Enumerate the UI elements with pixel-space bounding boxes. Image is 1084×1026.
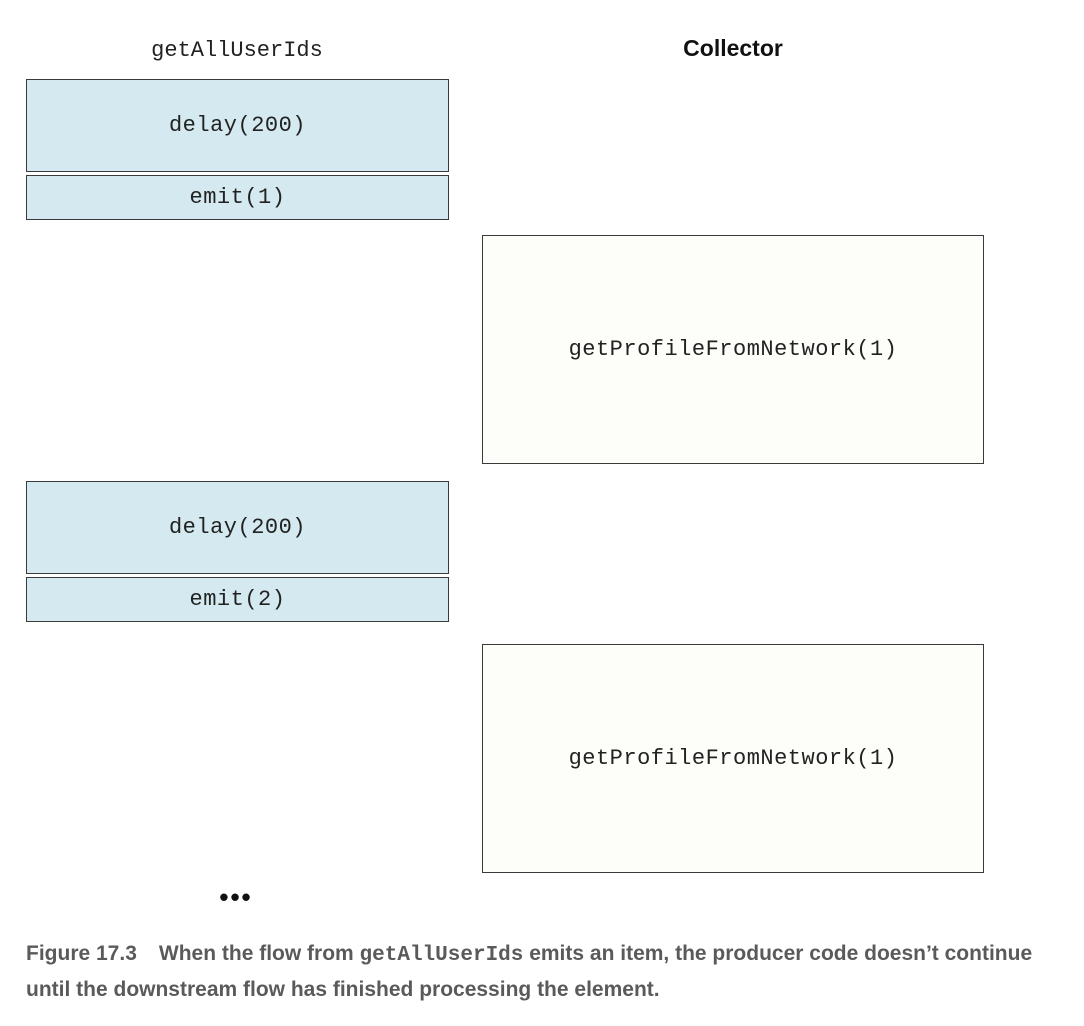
- continuation-ellipsis: •••: [219, 882, 253, 912]
- producer-emit-box-1: emit(1): [26, 175, 449, 220]
- caption-text-after: emits an item, the producer code doesn’t…: [26, 942, 1033, 1001]
- figure-number: Figure 17.3: [26, 942, 137, 965]
- collector-process-label-2: getProfileFromNetwork(1): [568, 746, 898, 771]
- producer-emit-box-2: emit(2): [26, 577, 449, 622]
- producer-column-title: getAllUserIds: [151, 38, 323, 63]
- caption-code: getAllUserIds: [359, 944, 524, 967]
- producer-emit-label-2: emit(2): [189, 587, 286, 612]
- producer-delay-box-1: delay(200): [26, 79, 449, 172]
- producer-emit-label-1: emit(1): [189, 185, 286, 210]
- collector-process-label-1: getProfileFromNetwork(1): [568, 337, 898, 362]
- collector-process-box-2: getProfileFromNetwork(1): [482, 644, 984, 873]
- figure-caption: Figure 17.3 When the flow from getAllUser…: [26, 937, 1066, 1007]
- caption-text-before: When the flow from: [158, 942, 360, 965]
- producer-delay-box-2: delay(200): [26, 481, 449, 574]
- producer-delay-label-2: delay(200): [168, 515, 307, 540]
- producer-delay-label-1: delay(200): [168, 113, 307, 138]
- collector-column-title: Collector: [683, 35, 783, 61]
- collector-process-box-1: getProfileFromNetwork(1): [482, 235, 984, 464]
